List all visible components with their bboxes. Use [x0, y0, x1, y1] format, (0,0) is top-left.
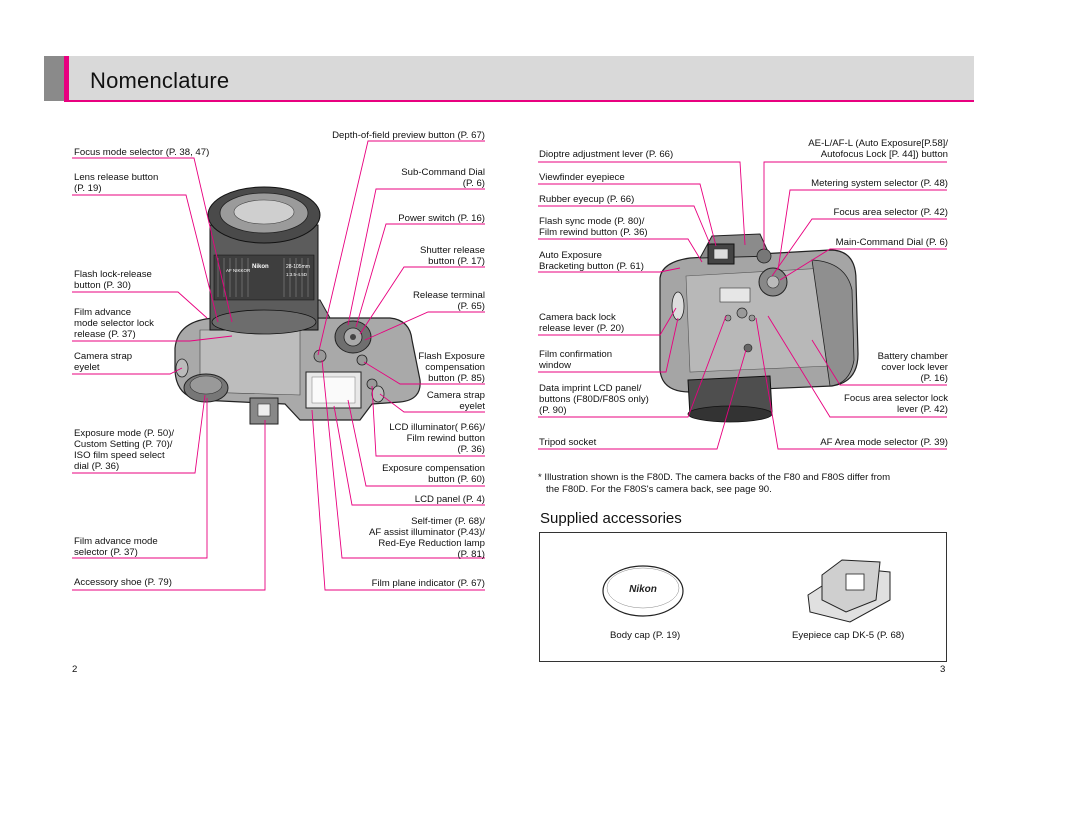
label-focus-lock-1: Focus area selector lock: [844, 393, 948, 404]
footnote: * Illustration shown is the F80D. The ca…: [538, 472, 890, 496]
label-focus-lock-2: lever (P. 42): [896, 404, 948, 415]
page-number-right: 3: [940, 664, 946, 675]
label-battery-3: (P. 16): [920, 373, 948, 384]
label-film-window-2: window: [539, 360, 571, 371]
lens-brand-text: Nikon: [252, 264, 269, 270]
label-data-imprint-2: buttons (F80D/F80S only): [539, 394, 649, 405]
label-film-plane: Film plane indicator (P. 67): [371, 578, 485, 589]
label-sub-dial-1: Sub-Command Dial: [401, 167, 485, 178]
label-film-window-1: Film confirmation: [539, 349, 613, 360]
left-page-leaders-right: [311, 140, 485, 591]
label-rubber-eyecup: Rubber eyecup (P. 66): [539, 194, 635, 205]
label-body-cap: Body cap (P. 19): [610, 630, 681, 641]
label-exposure-comp-2: button (P. 60): [428, 474, 485, 485]
label-film-advance-lock-2: mode selector lock: [74, 318, 154, 329]
label-accessory-shoe: Accessory shoe (P. 79): [74, 577, 172, 588]
label-lcd-illuminator-2: Film rewind button: [406, 433, 485, 444]
label-flash-comp-3: button (P. 85): [428, 373, 485, 384]
label-exposure-mode-1: Exposure mode (P. 50)/: [74, 428, 175, 439]
label-strap-left-1: Camera strap: [74, 351, 133, 362]
label-dof-preview: Depth-of-field preview button (P. 67): [332, 130, 485, 141]
label-film-advance-lock-1: Film advance: [74, 307, 132, 318]
label-strap-right-1: Camera strap: [426, 390, 485, 401]
accessories-box: [539, 532, 947, 662]
label-self-timer-2: AF assist illuminator (P.43)/: [368, 527, 485, 538]
label-lcd-illuminator-3: (P. 36): [457, 444, 485, 455]
label-shutter-1: Shutter release: [419, 245, 485, 256]
label-lens-release-2: (P. 19): [74, 183, 102, 194]
label-eyepiece-cap: Eyepiece cap DK-5 (P. 68): [792, 630, 905, 641]
label-flash-comp-1: Flash Exposure: [418, 351, 485, 362]
label-focus-area: Focus area selector (P. 42): [833, 207, 948, 218]
lens-af-text: AF NIKKOR: [226, 268, 251, 273]
header-accent-stripe: [64, 56, 69, 101]
label-exposure-comp-1: Exposure compensation: [382, 463, 485, 474]
camera-back-illustration: [659, 233, 859, 423]
label-flash-comp-2: compensation: [425, 362, 485, 373]
label-battery-1: Battery chamber: [877, 351, 948, 362]
label-exposure-mode-3: ISO film speed select: [74, 450, 165, 461]
label-main-dial: Main-Command Dial (P. 6): [835, 237, 948, 248]
label-shutter-2: button (P. 17): [428, 256, 485, 267]
label-ael-afl-1: AE-L/AF-L (Auto Exposure[P.58]/: [808, 138, 948, 149]
label-exposure-mode-2: Custom Setting (P. 70)/: [74, 439, 173, 450]
page-number-left: 2: [72, 664, 78, 675]
label-strap-right-2: eyelet: [459, 401, 485, 412]
label-data-imprint-1: Data imprint LCD panel/: [539, 383, 642, 394]
label-auto-bracket-1: Auto Exposure: [539, 250, 602, 261]
body-cap-illustration: Nikon: [602, 565, 684, 617]
label-data-imprint-3: (P. 90): [539, 405, 567, 416]
header-underline: [64, 100, 974, 102]
label-strap-left-2: eyelet: [74, 362, 100, 373]
lens-aperture-text: 1:3.5-4.5D: [286, 272, 308, 277]
label-film-advance-lock-3: release (P. 37): [74, 329, 136, 340]
header-bar: [44, 56, 974, 101]
label-exposure-mode-4: dial (P. 36): [74, 461, 120, 472]
label-release-terminal-2: (P. 65): [457, 301, 485, 312]
label-flash-sync-2: Film rewind button (P. 36): [539, 227, 648, 238]
label-film-advance-selector-2: selector (P. 37): [74, 547, 138, 558]
label-film-advance-selector-1: Film advance mode: [74, 536, 158, 547]
label-flash-lock-2: button (P. 30): [74, 280, 131, 291]
right-page-leaders-left: [538, 161, 747, 450]
label-flash-sync-1: Flash sync mode (P. 80)/: [539, 216, 645, 227]
label-self-timer-1: Self-timer (P. 68)/: [411, 516, 485, 527]
eyepiece-cap-illustration: [807, 559, 891, 623]
footnote-line-1: * Illustration shown is the F80D. The ca…: [538, 472, 891, 483]
label-back-lock-1: Camera back lock: [539, 312, 616, 323]
label-lens-release-1: Lens release button: [74, 172, 159, 183]
label-back-lock-2: release lever (P. 20): [539, 323, 625, 334]
label-lcd-illuminator-1: LCD illuminator( P.66)/: [389, 422, 485, 433]
label-flash-lock-1: Flash lock-release: [74, 269, 152, 280]
header-dark-block: [44, 56, 64, 101]
lens-focal-text: 28-105mm: [286, 264, 310, 270]
label-focus-mode-selector: Focus mode selector (P. 38, 47): [74, 147, 210, 158]
label-power-switch: Power switch (P. 16): [398, 213, 485, 224]
label-self-timer-3: Red-Eye Reduction lamp: [378, 538, 485, 549]
label-self-timer-4: (P. 81): [457, 549, 485, 560]
left-page-leaders-left: [72, 157, 266, 591]
label-sub-dial-2: (P. 6): [462, 178, 485, 189]
footnote-line-2: the F80D. For the F80S's camera back, se…: [546, 484, 772, 495]
label-ael-afl-2: Autofocus Lock [P. 44]) button: [820, 149, 948, 160]
label-af-area: AF Area mode selector (P. 39): [820, 437, 948, 448]
label-tripod-socket: Tripod socket: [539, 437, 597, 448]
camera-top-illustration: Nikon 28-105mm 1:3.5-4.5D AF NIKKOR: [174, 186, 421, 425]
cap-logo-text: Nikon: [629, 584, 657, 595]
label-auto-bracket-2: Bracketing button (P. 61): [539, 261, 644, 272]
label-dioptre: Dioptre adjustment lever (P. 66): [539, 149, 674, 160]
label-release-terminal-1: Release terminal: [413, 290, 485, 301]
label-viewfinder: Viewfinder eyepiece: [539, 172, 625, 183]
label-lcd-panel: LCD panel (P. 4): [414, 494, 485, 505]
accessories-title: Supplied accessories: [540, 510, 682, 527]
label-battery-2: cover lock lever: [881, 362, 948, 373]
page-title: Nomenclature: [90, 68, 230, 93]
right-page-leaders-right: [755, 161, 947, 450]
label-metering: Metering system selector (P. 48): [811, 178, 948, 189]
